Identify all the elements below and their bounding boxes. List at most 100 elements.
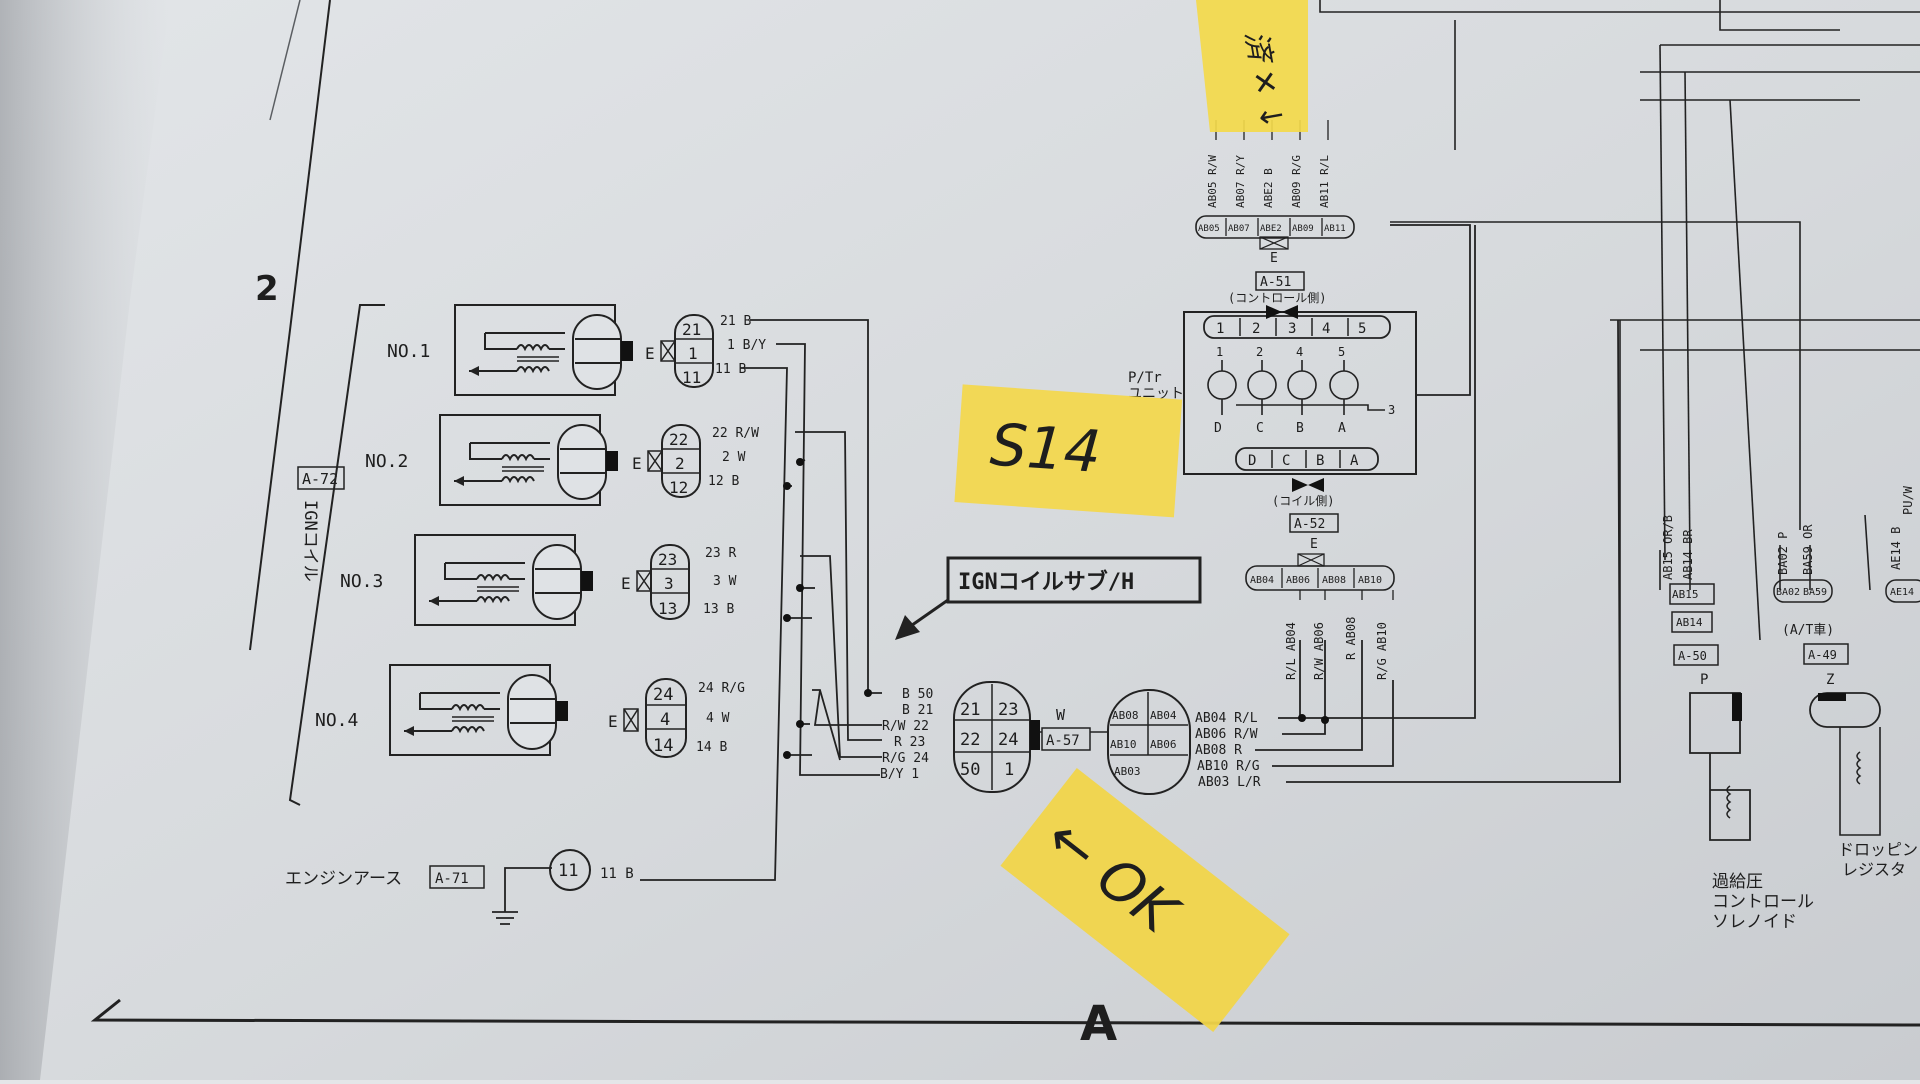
coil-no3-wire-a: 23 R <box>705 546 736 561</box>
ptr-bottom-pin-3: B <box>1316 453 1324 469</box>
drop-pin-2: BA59 <box>1803 587 1827 598</box>
boost-solenoid: AB15 OR/B AB14 BR AB15 AB14 A-50 P 過給圧 コ… <box>1661 515 1814 932</box>
coil-no1-wire-a: 21 B <box>720 314 751 329</box>
coil-no2: NO.2 E 22 2 12 22 R/W 2 W 12 B <box>365 414 759 506</box>
ptr-upper-wire-5: AB11 R/L <box>1318 155 1331 208</box>
s14-note: S14 <box>988 411 1103 487</box>
sub-wire-6: B/Y 1 <box>880 767 919 782</box>
boost-connector-id: A-50 <box>1678 649 1707 663</box>
ptr-upper-pin-4: AB09 <box>1292 224 1314 234</box>
ptr-lower-wire-2: R/W AB06 <box>1312 622 1326 680</box>
edge-wire-1: AE14 B <box>1889 527 1903 570</box>
right-wire-5: AB03 L/R <box>1198 775 1261 790</box>
ptr-tr-top-1: 1 <box>1216 345 1223 359</box>
coil-no1-pin-b: 1 <box>688 344 698 363</box>
boost-pin-1: AB15 <box>1672 588 1699 601</box>
drop-note: (A/T車) <box>1782 623 1834 638</box>
boost-label-3: ソレノイド <box>1712 912 1797 932</box>
coil-no4: NO.4 E 24 4 14 24 R/G 4 W 14 B <box>315 664 745 758</box>
right-connector: AB08 AB04 AB10 AB06 AB03 AB04 R/L AB06 R… <box>1107 225 1621 795</box>
ptr-lower-pin-4: AB10 <box>1358 575 1382 586</box>
sub-pin-1: 21 <box>960 700 980 720</box>
engine-earth-wire: 11 B <box>600 866 634 882</box>
boost-letter: P <box>1700 672 1708 688</box>
ptr-bottom-pin-2: C <box>1282 453 1290 469</box>
sub-harness-label: IGNコイルサブ/H <box>895 556 1202 640</box>
boost-label-2: コントロール <box>1712 892 1814 912</box>
ptr-common-pin: 3 <box>1388 403 1395 417</box>
harness-wires <box>640 319 882 881</box>
ign-coil-connector-box <box>297 466 345 490</box>
ptr-e-top: E <box>1270 251 1278 266</box>
drop-label-1: ドロッピン <box>1838 840 1918 859</box>
ptr-control-id: A-51 <box>1260 275 1291 290</box>
section-number: 2 <box>255 269 279 309</box>
coil-no4-pin-c: 14 <box>653 736 673 756</box>
coil-no4-wire-b: 4 W <box>706 711 730 726</box>
coil-no2-pin-a: 22 <box>669 430 688 449</box>
ptr-lower-wire-1: R/L AB04 <box>1284 622 1298 680</box>
coil-no3-earth: E <box>621 574 631 593</box>
right-wire-2: AB06 R/W <box>1195 727 1258 742</box>
drop-wire-2: BA59 OR <box>1801 524 1815 575</box>
coil-no2-wire-c: 12 B <box>708 474 739 489</box>
ptr-bottom-pin-4: A <box>1350 453 1359 469</box>
ptr-tr-bottom-1: D <box>1214 421 1222 436</box>
ptr-top-pin-5: 5 <box>1358 321 1366 337</box>
coil-no1: NO.1 E 21 1 11 21 B 1 B/Y 11 B <box>387 304 766 396</box>
edge-wire: AE14 B PU/W AE14 <box>1885 485 1920 603</box>
sub-pin-5: 50 <box>960 760 980 780</box>
coil-no1-wire-b: 1 B/Y <box>727 338 766 353</box>
ptr-upper-wire-4: AB09 R/G <box>1290 155 1303 208</box>
boost-pin-2: AB14 <box>1676 616 1703 629</box>
coil-no2-pin-b: 2 <box>675 454 685 473</box>
drop-letter: Z <box>1826 672 1834 688</box>
coil-no2-pin-c: 12 <box>669 478 688 497</box>
drop-connector-id: A-49 <box>1808 648 1837 662</box>
ign-coil-label: IGNコイル <box>300 500 320 582</box>
right-pin-2: AB04 <box>1150 709 1177 722</box>
sub-harness-connector: 21 23 22 24 50 1 W A-57 <box>953 681 1108 793</box>
ptr-label-1: P/Tr <box>1128 370 1162 386</box>
coil-no2-earth: E <box>632 454 642 473</box>
coil-no2-label: NO.2 <box>365 451 408 472</box>
ptr-upper-wire-1: AB05 R/W <box>1206 155 1219 208</box>
ptr-upper-wire-2: AB07 R/Y <box>1234 155 1247 208</box>
ptr-top-pin-4: 4 <box>1322 321 1330 337</box>
ptr-upper-pin-1: AB05 <box>1198 224 1220 234</box>
right-pin-4: AB06 <box>1150 738 1177 751</box>
coil-no3-label: NO.3 <box>340 571 383 592</box>
ign-coil-connector-id: A-72 <box>302 470 338 488</box>
sub-pin-2: 23 <box>998 700 1018 720</box>
sub-connector-id: A-57 <box>1046 733 1080 749</box>
right-harness-lines <box>1319 0 1920 782</box>
boost-wire-2: AB14 BR <box>1681 529 1695 580</box>
sub-pin-3: 22 <box>960 730 980 750</box>
tape-top: 済 ✕ ↓ <box>1196 0 1308 132</box>
junction-dots <box>783 458 872 759</box>
coil-no4-pin-a: 24 <box>653 685 673 705</box>
ptr-lower-pin-2: AB06 <box>1286 575 1310 586</box>
sub-harness-left-wires: B 50 B 21 R/W 22 R 23 R/G 24 B/Y 1 <box>880 687 933 782</box>
column-letter: A <box>1080 996 1117 1052</box>
ptr-lower-pin-1: AB04 <box>1250 575 1274 586</box>
coil-no3-wire-c: 13 B <box>703 602 734 617</box>
coil-no2-wire-b: 2 W <box>722 450 746 465</box>
ptr-e-bottom: E <box>1310 537 1318 552</box>
ptr-upper-pin-3: ABE2 <box>1260 224 1282 234</box>
coil-no1-wire-c: 11 B <box>715 362 746 377</box>
boost-label-1: 過給圧 <box>1712 872 1763 892</box>
ptr-tr-top-3: 4 <box>1296 345 1303 359</box>
ptr-tr-top-4: 5 <box>1338 345 1345 359</box>
coil-no3-wire-b: 3 W <box>713 574 737 589</box>
power-transistor-unit: P/Tr ユニット 1 2 3 4 5 1 2 4 5 3 D C B A D … <box>1128 120 1471 680</box>
ptr-bottom-pin-1: D <box>1248 453 1256 469</box>
coil-no4-wire-a: 24 R/G <box>698 681 745 696</box>
ptr-tr-bottom-3: B <box>1296 421 1304 436</box>
sub-wire-5: R/G 24 <box>882 751 929 766</box>
coil-no1-earth: E <box>645 344 655 363</box>
tape-s14: S14 <box>954 384 1183 518</box>
right-wire-4: AB10 R/G <box>1197 759 1260 774</box>
ptr-coil-label: (コイル側) <box>1272 494 1334 508</box>
